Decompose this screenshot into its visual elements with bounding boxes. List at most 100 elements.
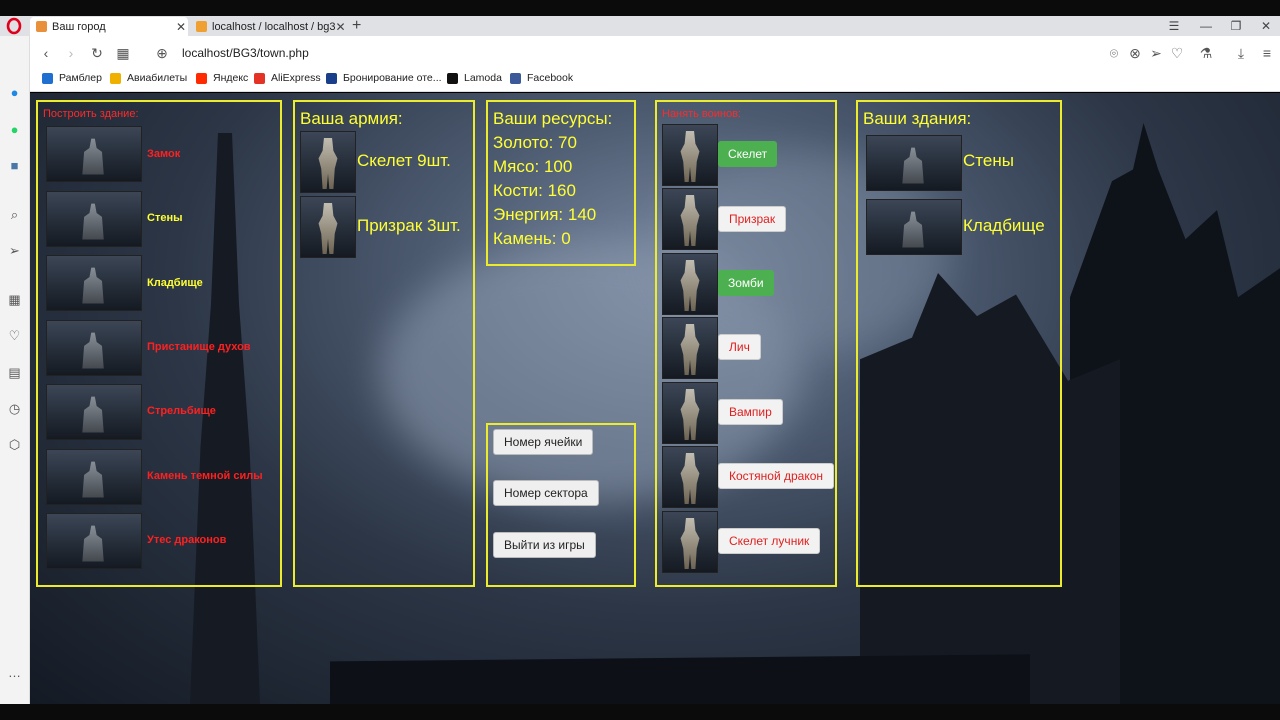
resource-gold: Золото: 70 [493,133,577,152]
army-panel [293,100,475,587]
hire-zombie-button[interactable]: Зомби [718,270,774,296]
close-tab-icon[interactable]: ✕ [175,19,187,34]
building-image-graveyard [46,255,142,311]
buildings-panel-title: Ваши здания: [863,109,972,128]
camera-icon[interactable]: ⌾ [1109,44,1119,61]
phpmyadmin-favicon-icon [196,21,207,32]
tab-label: localhost / localhost / bg3 [212,20,336,33]
cell-number-button[interactable]: Номер ячейки [493,429,594,455]
building-image-shooting-range [46,384,142,440]
owned-building-graveyard: Кладбище [963,216,1045,235]
whatsapp-icon[interactable]: ● [10,122,19,137]
bookmark-label: Авиабилеты [127,72,188,84]
minimize-icon[interactable]: — [1200,19,1212,33]
bookmark-aviabilety[interactable]: Авиабилеты [110,72,187,84]
extensions-icon[interactable]: ⬡ [8,436,21,452]
new-tab-icon[interactable]: + [352,17,362,34]
buildings-panel [856,100,1062,587]
vk-icon[interactable]: ■ [10,158,19,173]
build-item-dragon-cliff[interactable]: Утес драконов [147,534,227,546]
unit-image-vampire [662,382,718,444]
close-window-icon[interactable]: ✕ [1260,19,1272,33]
opera-sidebar [0,36,30,704]
back-icon[interactable]: ‹ [43,45,49,61]
send-icon[interactable]: ➢ [9,242,20,258]
building-image-walls [46,191,142,247]
bookmark-aliexpress[interactable]: AliExpress [254,72,321,84]
send-icon[interactable]: ➢ [1150,44,1162,61]
exit-game-button[interactable]: Выйти из игры [493,532,596,558]
unit-image-ghost [300,196,356,258]
close-tab-icon[interactable]: ✕ [335,19,346,34]
bookmark-yandex[interactable]: Яндекс [196,72,248,84]
bookmarks-icon[interactable]: ♡ [8,327,21,343]
army-panel-title: Ваша армия: [300,109,403,128]
unit-image-bone-dragon [662,446,718,508]
unit-image-skeleton [662,124,718,186]
build-item-graveyard[interactable]: Кладбище [147,277,203,289]
hire-skeleton-archer-button[interactable]: Скелет лучник [718,528,821,554]
resource-bones: Кости: 160 [493,181,576,200]
bookmark-booking[interactable]: Бронирование оте... [326,72,442,84]
build-item-walls[interactable]: Стены [147,212,183,224]
resource-energy: Энергия: 140 [493,205,597,224]
tab-strip [0,16,1280,36]
reload-icon[interactable]: ↻ [91,44,103,61]
build-item-castle[interactable]: Замок [147,148,181,160]
booking-icon [326,72,337,84]
resource-stone: Камень: 0 [493,229,571,248]
favicon-icon [36,21,47,32]
aliexpress-icon [254,72,265,84]
building-image-dark-stone [46,449,142,505]
bookmark-label: Бронирование оте... [343,72,442,84]
build-item-shooting-range[interactable]: Стрельбище [147,405,216,417]
search-icon[interactable]: ⌕ [10,206,19,222]
owned-building-image-graveyard [866,199,962,255]
window-bottom-edge [0,704,1280,720]
speed-dial-icon[interactable]: ▦ [8,291,21,307]
messenger-icon[interactable]: ● [10,85,19,100]
bookmark-facebook[interactable]: Facebook [510,72,573,84]
unit-image-skeleton [300,131,356,193]
restore-icon[interactable]: ❐ [1230,19,1242,33]
army-unit-skeleton: Скелет 9шт. [357,151,451,170]
owned-building-walls: Стены [963,151,1014,170]
unit-image-lich [662,317,718,379]
bookmark-label: AliExpress [271,72,321,84]
bridge [330,654,1030,704]
bookmark-lamoda[interactable]: Lamoda [447,72,502,84]
build-item-dark-stone[interactable]: Камень темной силы [147,470,263,482]
sector-number-button[interactable]: Номер сектора [493,480,599,506]
rambler-icon [42,72,53,84]
hire-bone-dragon-button[interactable]: Костяной дракон [718,463,835,489]
adblock-icon[interactable]: ⊗ [1129,44,1141,61]
menu-icon[interactable]: ≡ [1262,45,1272,61]
bookmark-label: Рамблер [59,72,102,84]
resources-panel [486,100,636,266]
tab-menu-icon[interactable]: ☰ [1168,19,1180,33]
vpn-icon[interactable]: ⚗ [1199,44,1213,61]
opera-logo-icon[interactable] [6,17,22,35]
forward-icon[interactable]: › [68,45,74,61]
tab-town[interactable]: Ваш город ✕ [30,17,188,36]
news-icon[interactable]: ▤ [8,364,21,380]
more-icon[interactable]: … [8,665,21,680]
tab-phpmyadmin[interactable]: localhost / localhost / bg3 ✕ [190,17,346,36]
tabs-grid-icon[interactable]: ▦ [116,44,130,61]
hire-vampire-button[interactable]: Вампир [718,399,783,425]
history-icon[interactable]: ◷ [8,400,21,416]
hire-skeleton-button[interactable]: Скелет [718,141,778,167]
hire-panel-title: Нанять воинов: [662,108,741,120]
unit-image-zombie [662,253,718,315]
url-field[interactable]: localhost/BG3/town.php [182,46,309,60]
download-icon[interactable]: ⤓ [1237,44,1245,61]
tab-label: Ваш город [52,20,106,33]
hire-lich-button[interactable]: Лич [718,334,761,360]
building-image-castle [46,126,142,182]
heart-icon[interactable]: ♡ [1170,44,1184,61]
hire-ghost-button[interactable]: Призрак [718,206,787,232]
build-item-spirit-haven[interactable]: Пристанище духов [147,341,251,353]
bookmark-rambler[interactable]: Рамблер [42,72,102,84]
hire-panel [655,100,837,587]
site-info-icon[interactable]: ⊕ [156,44,168,61]
